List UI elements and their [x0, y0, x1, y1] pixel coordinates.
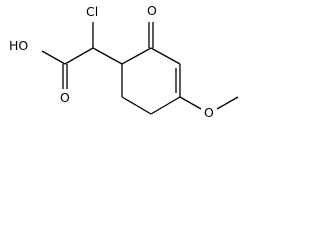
- bond-c1-c2: [121, 47, 152, 65]
- bond-ccooh-oh: [41, 50, 66, 65]
- atom-label-ether-o: O: [204, 105, 214, 120]
- atom-label-carboxyl-oh: HO: [9, 38, 28, 53]
- bond-calpha-c1: [92, 47, 123, 65]
- bond-calpha-ccooh: [64, 47, 94, 65]
- bond-c4-oether: [179, 96, 202, 110]
- atom-label-chlorine: Cl: [86, 4, 98, 19]
- structural-formula: Cl HO O O O: [9, 3, 239, 120]
- bond-lines: [41, 22, 239, 115]
- atom-label-ketone-o: O: [147, 3, 157, 18]
- bond-c2-c3: [150, 47, 181, 65]
- bond-c5-c6: [121, 96, 152, 115]
- atom-label-carboxyl-o: O: [60, 90, 70, 105]
- bond-c4-c5: [150, 96, 181, 115]
- bond-oether-ch3: [216, 96, 239, 110]
